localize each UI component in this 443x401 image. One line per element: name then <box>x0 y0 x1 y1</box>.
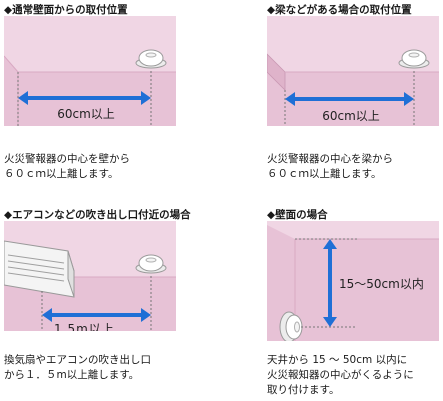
smoke-detector-icon <box>135 254 167 274</box>
description-line: 火災報知器の中心がくるように <box>267 369 414 381</box>
ceiling <box>4 16 176 72</box>
description-line: ６０ｃｍ以上離します。 <box>4 168 119 180</box>
dimension-arrow <box>323 239 337 327</box>
description: 火災警報器の中心を梁から ６０ｃｍ以上離します。 <box>267 152 393 182</box>
air-conditioner-icon <box>4 240 75 298</box>
description-line: 換気扇やエアコンの吹き出し口 <box>4 354 151 366</box>
ceiling <box>267 16 439 72</box>
description-line: ６０ｃｍ以上離します。 <box>267 168 382 180</box>
diagram-wall-mount: 15～50cm以内 <box>267 221 439 341</box>
smoke-detector-icon <box>279 311 303 341</box>
diagram-air-conditioner: 1.5m以上 <box>4 221 176 331</box>
description-line: 天井から 15 ～ 50cm 以内に <box>267 354 408 366</box>
dimension-arrow <box>18 91 151 105</box>
description-line: 火災警報器の中心を壁から <box>4 153 130 165</box>
dimension-label: 60cm以上 <box>322 109 380 123</box>
description: 換気扇やエアコンの吹き出し口 から１．５m以上離します。 <box>4 353 151 383</box>
smoke-detector-icon <box>398 49 430 69</box>
smoke-detector-icon <box>135 49 167 69</box>
diagram-normal-wall: 60cm以上 <box>4 16 176 126</box>
dimension-arrow <box>42 308 151 322</box>
description-line: 取り付けます。 <box>267 384 340 396</box>
panel-title: ◆梁などがある場合の取付位置 <box>267 4 412 16</box>
dimension-arrow <box>285 92 414 106</box>
description-line: から１．５m以上離します。 <box>4 369 140 381</box>
dimension-label: 60cm以上 <box>57 107 115 121</box>
dimension-label: 15～50cm以内 <box>339 277 424 291</box>
panel-title: ◆通常壁面からの取付位置 <box>4 4 128 16</box>
panel-title: ◆壁面の場合 <box>267 209 328 221</box>
dimension-label: 1.5m以上 <box>54 322 115 331</box>
description: 火災警報器の中心を壁から ６０ｃｍ以上離します。 <box>4 152 130 182</box>
ceiling <box>267 221 439 239</box>
description: 天井から 15 ～ 50cm 以内に 火災報知器の中心がくるように 取り付けます… <box>267 353 414 398</box>
description-line: 火災警報器の中心を梁から <box>267 153 393 165</box>
panel-title: ◆エアコンなどの吹き出し口付近の場合 <box>4 209 191 221</box>
diagram-beam: 60cm以上 <box>267 16 439 126</box>
